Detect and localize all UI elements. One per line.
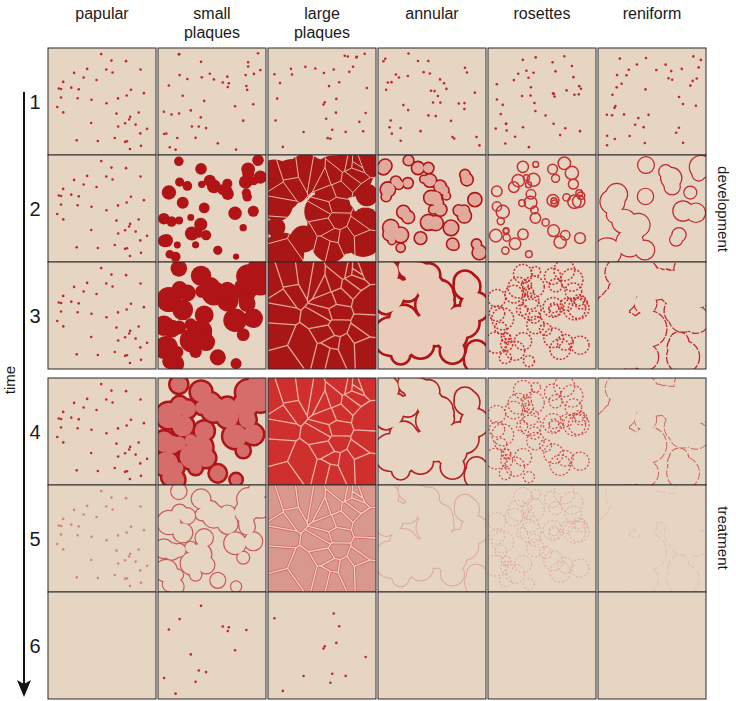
simulation-panel xyxy=(158,154,267,262)
simulation-panel xyxy=(485,483,596,592)
simulation-panel xyxy=(485,260,596,369)
row-number: 2 xyxy=(29,197,40,221)
phase-label: treatment xyxy=(714,506,732,569)
simulation-panel xyxy=(588,367,717,494)
simulation-panel xyxy=(371,257,494,373)
simulation-panel xyxy=(598,592,706,699)
column-header: papular xyxy=(60,4,144,23)
time-arrow-head xyxy=(17,680,31,697)
simulation-panel xyxy=(48,155,156,262)
row-number: 3 xyxy=(29,304,40,328)
simulation-panel xyxy=(48,262,156,369)
simulation-panel xyxy=(593,155,711,266)
simulation-panel xyxy=(488,592,596,699)
simulation-panel xyxy=(154,481,271,595)
column-header: annular xyxy=(390,4,474,23)
simulation-panel xyxy=(371,373,494,489)
simulation-panel xyxy=(588,474,717,601)
time-arrow-shaft xyxy=(23,92,25,684)
column-header: small plaques xyxy=(170,4,254,42)
simulation-panel xyxy=(253,142,384,276)
simulation-panel xyxy=(268,378,376,485)
column-header: rosettes xyxy=(500,4,584,23)
simulation-panel xyxy=(371,480,494,596)
simulation-panel xyxy=(48,485,156,592)
simulation-panel xyxy=(378,155,486,262)
simulation-panel xyxy=(48,378,156,485)
simulation-panel xyxy=(488,48,596,155)
simulation-panel xyxy=(268,262,376,369)
simulation-panel xyxy=(598,48,706,155)
simulation-panel xyxy=(48,592,156,699)
column-header: reniform xyxy=(610,4,694,23)
row-number: 4 xyxy=(29,420,40,444)
simulation-panel xyxy=(268,592,376,699)
row-number: 1 xyxy=(29,90,40,114)
simulation-panel xyxy=(158,48,266,155)
row-number: 6 xyxy=(29,634,40,658)
phase-label: development xyxy=(714,166,732,252)
row-number: 5 xyxy=(29,527,40,551)
simulation-panel xyxy=(48,48,156,155)
simulation-panel xyxy=(488,155,596,262)
simulation-panel xyxy=(588,251,717,378)
simulation-panel xyxy=(153,257,272,372)
simulation-panel xyxy=(378,48,486,155)
simulation-panel xyxy=(485,376,596,485)
simulation-panel xyxy=(378,592,486,699)
simulation-panel xyxy=(268,485,376,592)
simulation-panel xyxy=(153,373,272,488)
axis-label: time xyxy=(1,366,19,394)
simulation-panel xyxy=(158,592,266,699)
simulation-panel xyxy=(268,48,376,155)
column-header: large plaques xyxy=(280,4,364,42)
